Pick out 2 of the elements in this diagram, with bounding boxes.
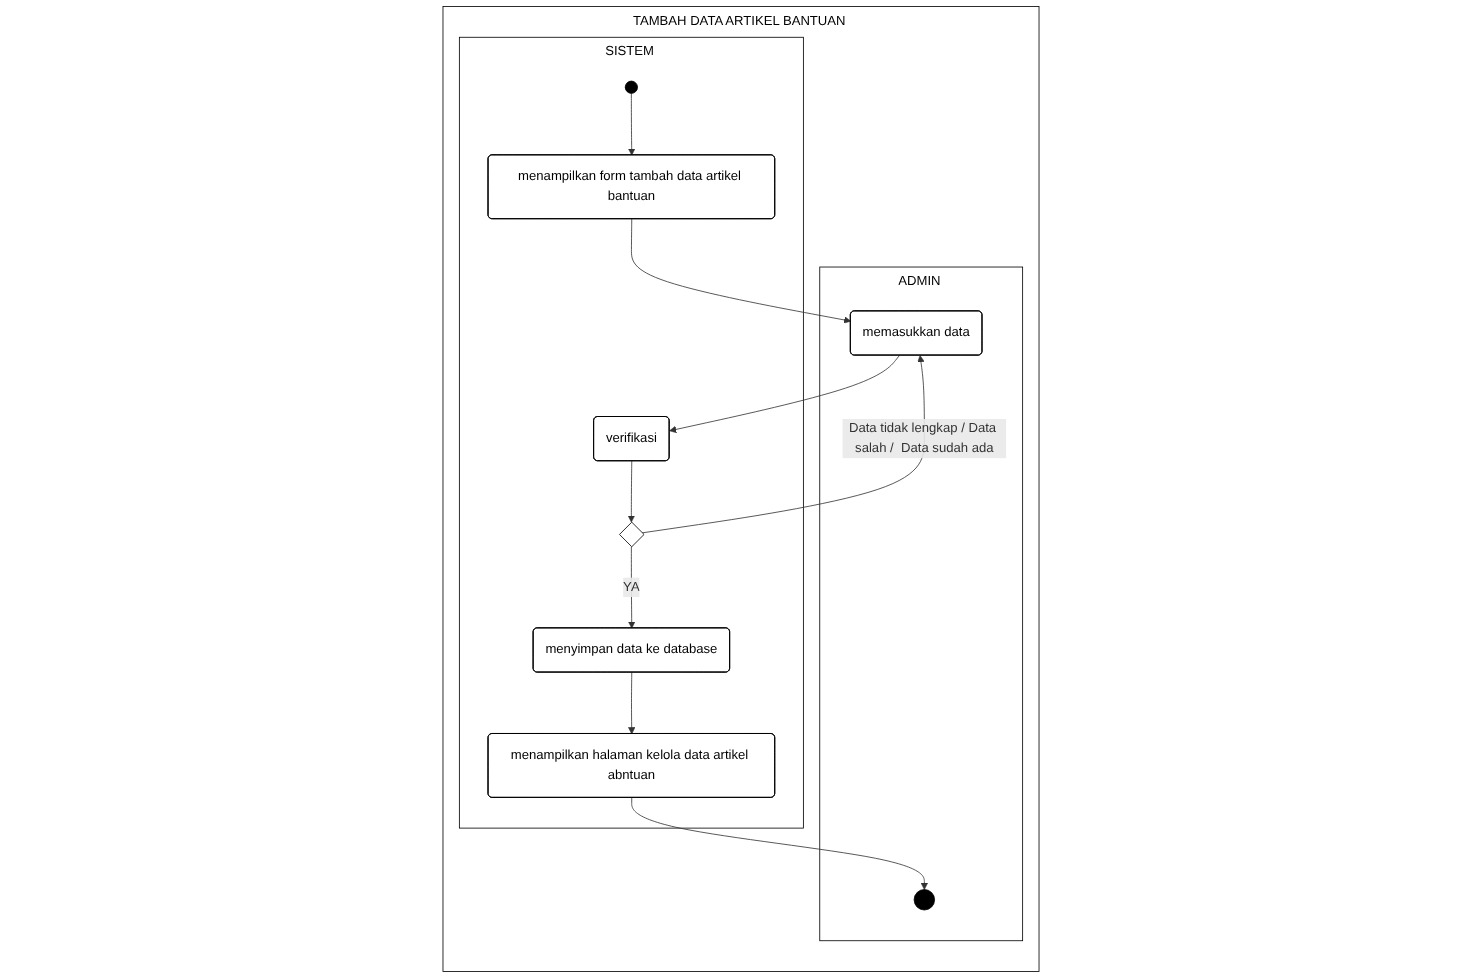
node-circle: [624, 80, 638, 94]
node-diamond: [619, 521, 645, 548]
